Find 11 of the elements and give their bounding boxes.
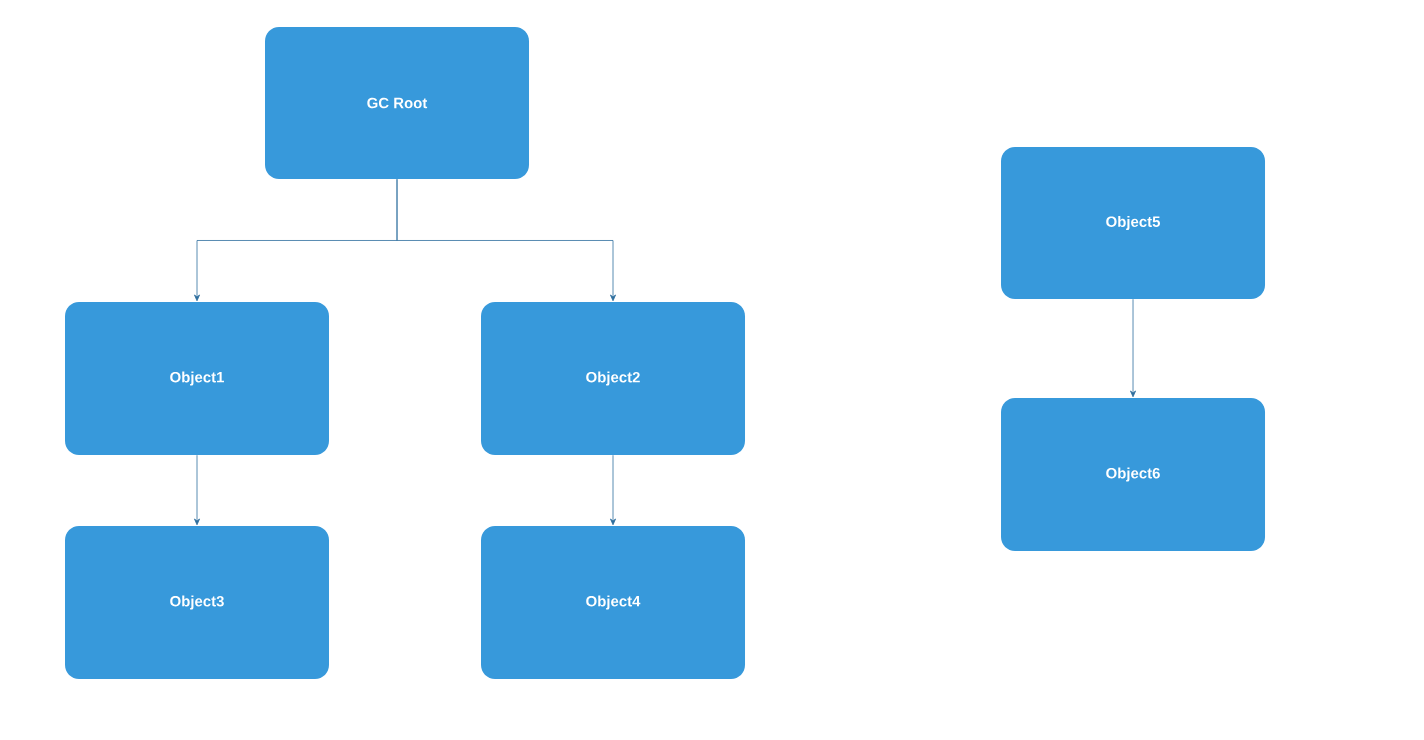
process-box: Object4 (481, 526, 745, 679)
arrow (194, 454, 200, 526)
process-box: Object2 (481, 302, 745, 455)
process-box: Object5 (1001, 147, 1265, 299)
process-box: GC Root (265, 27, 529, 179)
process-box: Object3 (65, 526, 329, 679)
arrow (396, 178, 616, 302)
process-box: Object1 (65, 302, 329, 455)
process-box: Object6 (1001, 398, 1265, 551)
arrow (610, 454, 616, 526)
arrow (1130, 298, 1136, 398)
